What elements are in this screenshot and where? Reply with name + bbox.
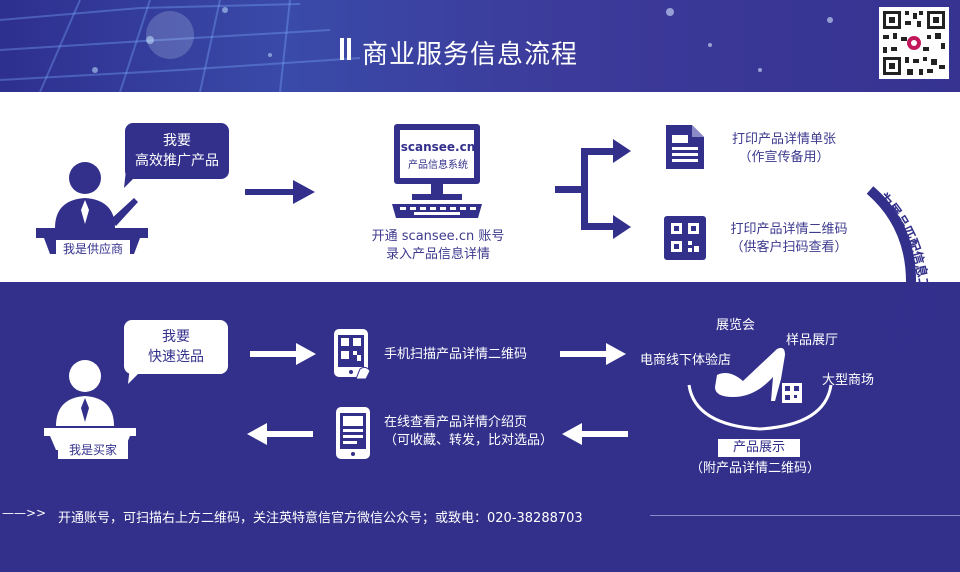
view-step-line: 在线查看产品详情介绍页 bbox=[384, 415, 528, 430]
output-line: （作宣传备用） bbox=[738, 150, 830, 165]
phone-page-icon bbox=[336, 407, 370, 459]
footer-divider bbox=[650, 515, 960, 516]
header-dots-decoration bbox=[666, 8, 833, 72]
system-caption-line: 开通 scansee.cn 账号 bbox=[371, 229, 505, 244]
arrow-left-icon bbox=[247, 423, 313, 445]
bubble-line: 快速选品 bbox=[148, 349, 204, 365]
bubble-tail-icon bbox=[124, 170, 142, 188]
bubble-line: 我要 bbox=[162, 329, 190, 345]
system-caption: 开通 scansee.cn 账号 录入产品信息详情 bbox=[340, 228, 536, 264]
header-banner: 商业服务信息流程 bbox=[0, 0, 960, 92]
qr-code-icon bbox=[664, 216, 706, 260]
system-caption-line: 录入产品信息详情 bbox=[385, 247, 490, 262]
header-grid-decoration bbox=[0, 0, 361, 92]
buyer-speech-bubble: 我要 快速选品 bbox=[124, 320, 228, 374]
title-accent-bar bbox=[347, 38, 351, 60]
page-title: 商业服务信息流程 bbox=[362, 40, 579, 70]
monitor-caption: 产品信息系统 bbox=[408, 160, 468, 171]
arrow-right-icon bbox=[245, 180, 315, 204]
bubble-line: 我要 bbox=[163, 133, 191, 149]
venue-exhibition: 展览会 bbox=[716, 318, 756, 333]
output-line: （供客户扫码查看） bbox=[730, 240, 848, 255]
view-step-line: （可收藏、转发，比对选品） bbox=[384, 433, 554, 448]
supplier-badge: 我是供应商 bbox=[56, 240, 130, 258]
output-line: 打印产品详情二维码 bbox=[730, 222, 848, 237]
curved-arrow-icon: 为展品匹配信息二维码 bbox=[866, 186, 933, 352]
output-single-sheet: 打印产品详情单张 （作宣传备用） bbox=[714, 131, 854, 167]
buyer-badge: 我是买家 bbox=[58, 441, 128, 459]
bubble-tail-icon bbox=[128, 366, 146, 384]
display-caption: （附产品详情二维码） bbox=[690, 461, 821, 476]
view-step-label: 在线查看产品详情介绍页 （可收藏、转发，比对选品） bbox=[384, 414, 553, 450]
output-qr-code: 打印产品详情二维码 （供客户扫码查看） bbox=[714, 221, 864, 257]
footer-arrow: ——>> bbox=[2, 506, 47, 520]
venue-ecommerce: 电商线下体验店 bbox=[640, 353, 732, 368]
scan-step-label: 手机扫描产品详情二维码 bbox=[384, 347, 528, 362]
document-icon bbox=[666, 125, 704, 169]
phone-scan-icon bbox=[334, 329, 371, 380]
output-line: 打印产品详情单张 bbox=[731, 132, 836, 147]
high-heel-shoe-icon bbox=[687, 347, 833, 431]
venue-showroom: 样品展厅 bbox=[786, 333, 839, 348]
footer-contact-text: 开通账号，可扫描右上方二维码，关注英特意信官方微信公众号；或致电：020-382… bbox=[58, 511, 583, 526]
supplier-speech-bubble: 我要 高效推广产品 bbox=[125, 123, 229, 179]
arrow-right-icon bbox=[250, 343, 316, 365]
branch-arrow-icon bbox=[555, 139, 631, 239]
arrow-left-icon bbox=[562, 423, 628, 445]
monitor-url: scansee.cn bbox=[400, 140, 476, 154]
bubble-line: 高效推广产品 bbox=[135, 153, 219, 169]
wechat-qr-code bbox=[879, 7, 949, 79]
arrow-right-icon bbox=[560, 343, 626, 365]
computer-terminal-icon bbox=[392, 124, 482, 218]
venue-mall: 大型商场 bbox=[822, 373, 875, 388]
title-accent-bar bbox=[340, 38, 344, 60]
display-badge: 产品展示 bbox=[718, 439, 800, 457]
